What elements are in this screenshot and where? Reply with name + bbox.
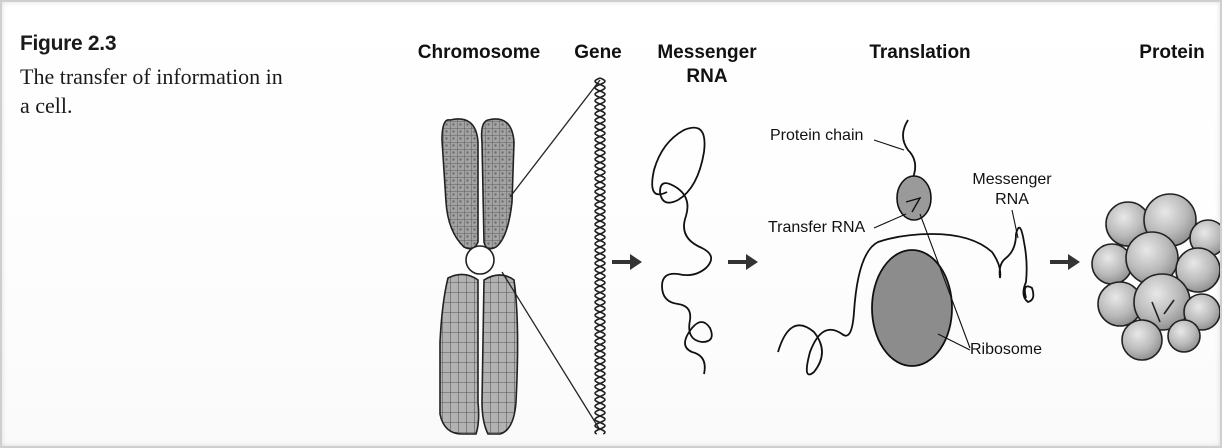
label-chromosome: Chromosome [418,42,540,63]
label-annotation-mrna-line2: RNA [995,191,1029,208]
label-annotation-mrna-line1: Messenger [972,171,1052,188]
transfer-rna-shape [897,176,931,220]
leader-mrna [1012,210,1018,238]
gene-helix [595,78,605,434]
label-protein-chain: Protein chain [770,127,863,144]
leader-transfer-rna [874,214,906,228]
arrow-icon [728,254,758,270]
label-messenger-rna-line2: RNA [686,66,727,87]
chromosome-illustration [440,119,518,434]
label-protein: Protein [1139,42,1204,63]
folded-protein [1092,194,1220,360]
arrow-icon [1050,254,1080,270]
label-transfer-rna: Transfer RNA [768,219,866,236]
leader-protein-chain [874,140,904,150]
label-messenger-rna-line1: Messenger [657,42,757,63]
label-ribosome: Ribosome [970,341,1042,358]
arrow-icon [612,254,642,270]
protein-chain [903,120,915,180]
messenger-rna-strand [652,128,712,374]
zoom-line-top [510,80,600,197]
label-translation: Translation [869,42,970,63]
label-gene: Gene [574,42,622,63]
